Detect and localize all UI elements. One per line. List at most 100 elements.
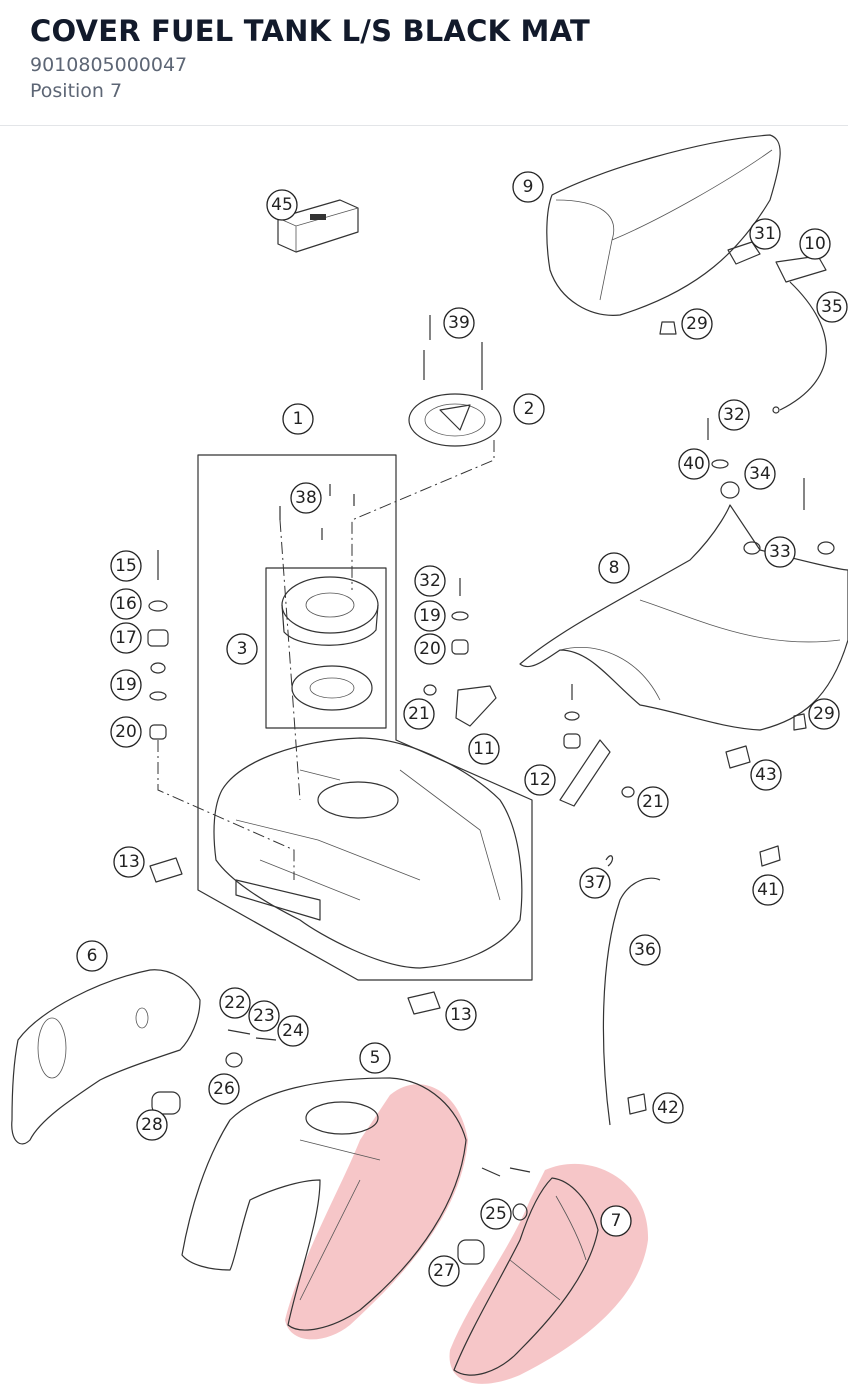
callout-5[interactable]: 5 (359, 1042, 391, 1074)
svg-text:2: 2 (524, 399, 535, 419)
svg-text:20: 20 (419, 639, 441, 659)
callout-40[interactable]: 40 (678, 448, 710, 480)
callout-9[interactable]: 9 (512, 171, 544, 203)
callout-45[interactable]: 45 (266, 189, 298, 221)
svg-text:11: 11 (473, 739, 495, 759)
callout-6[interactable]: 6 (76, 940, 108, 972)
pump-group-frame (265, 567, 387, 729)
svg-text:19: 19 (115, 675, 137, 695)
callout-19b[interactable]: 19 (110, 669, 142, 701)
callout-27[interactable]: 27 (428, 1255, 460, 1287)
part-position: Position 7 (30, 80, 123, 102)
svg-text:27: 27 (433, 1261, 455, 1281)
svg-text:13: 13 (450, 1005, 472, 1025)
callout-10[interactable]: 10 (799, 228, 831, 260)
svg-text:34: 34 (749, 464, 771, 484)
svg-text:22: 22 (224, 993, 246, 1013)
part-3-pump (281, 576, 379, 711)
callout-20[interactable]: 20 (414, 633, 446, 665)
part-title: COVER FUEL TANK L/S BLACK MAT (30, 14, 590, 48)
svg-text:31: 31 (754, 224, 776, 244)
part-22-28-small (151, 1029, 277, 1115)
callout-22[interactable]: 22 (219, 987, 251, 1019)
callout-29[interactable]: 29 (681, 308, 713, 340)
callout-16[interactable]: 16 (110, 588, 142, 620)
callout-26[interactable]: 26 (208, 1073, 240, 1105)
callout-3[interactable]: 3 (226, 633, 258, 665)
callout-24[interactable]: 24 (277, 1015, 309, 1047)
part-45-shape (277, 199, 359, 253)
svg-text:36: 36 (634, 940, 656, 960)
svg-text:20: 20 (115, 722, 137, 742)
svg-text:38: 38 (295, 488, 317, 508)
svg-text:29: 29 (686, 314, 708, 334)
callout-32[interactable]: 32 (718, 399, 750, 431)
part-37-clip (605, 855, 614, 867)
callout-19[interactable]: 19 (414, 600, 446, 632)
callout-20b[interactable]: 20 (110, 716, 142, 748)
callout-21[interactable]: 21 (403, 698, 435, 730)
svg-text:17: 17 (115, 628, 137, 648)
part-39-screws (423, 315, 483, 390)
callout-17[interactable]: 17 (110, 622, 142, 654)
part-11-21-shape (423, 684, 497, 727)
callout-21b[interactable]: 21 (637, 786, 669, 818)
svg-text:23: 23 (253, 1006, 275, 1026)
svg-text:40: 40 (683, 454, 705, 474)
part-43-shape (725, 745, 751, 769)
part-number: 9010805000047 (30, 54, 188, 76)
svg-text:8: 8 (609, 558, 620, 578)
svg-text:41: 41 (757, 880, 779, 900)
svg-text:1: 1 (293, 409, 304, 429)
svg-text:13: 13 (118, 852, 140, 872)
callout-38[interactable]: 38 (290, 482, 322, 514)
callout-39[interactable]: 39 (443, 307, 475, 339)
callout-28[interactable]: 28 (136, 1109, 168, 1141)
callout-13b[interactable]: 13 (445, 999, 477, 1031)
part-32-19-20-center (451, 578, 469, 655)
callout-37[interactable]: 37 (579, 867, 611, 899)
callout-43[interactable]: 43 (750, 759, 782, 791)
callout-32b[interactable]: 32 (414, 565, 446, 597)
svg-text:3: 3 (237, 639, 248, 659)
callout-1[interactable]: 1 (282, 403, 314, 435)
part-29-right (793, 713, 807, 731)
callout-7[interactable]: 7 (600, 1205, 632, 1237)
svg-text:32: 32 (419, 571, 441, 591)
leader-line-b (279, 519, 301, 801)
part-38-screws (279, 484, 355, 540)
part-25-27-small (457, 1167, 531, 1265)
callout-25[interactable]: 25 (480, 1198, 512, 1230)
svg-text:24: 24 (282, 1021, 304, 1041)
callout-12[interactable]: 12 (524, 764, 556, 796)
callout-23[interactable]: 23 (248, 1000, 280, 1032)
part-41-shape (759, 845, 781, 867)
callout-41[interactable]: 41 (752, 874, 784, 906)
highlight-cover-left (285, 1084, 468, 1340)
callout-36[interactable]: 36 (629, 934, 661, 966)
callout-2[interactable]: 2 (513, 393, 545, 425)
callout-42[interactable]: 42 (652, 1092, 684, 1124)
svg-text:35: 35 (821, 297, 843, 317)
callout-33[interactable]: 33 (764, 536, 796, 568)
callout-29b[interactable]: 29 (808, 698, 840, 730)
fuel-tank (213, 737, 523, 969)
svg-text:45: 45 (271, 195, 293, 215)
part-13-pad-a (149, 857, 183, 883)
exploded-parts-diagram: 45 9 31 10 35 39 29 2 1 32 40 34 38 33 1… (11, 134, 848, 1384)
callout-35[interactable]: 35 (816, 291, 848, 323)
callout-13[interactable]: 13 (113, 846, 145, 878)
svg-text:10: 10 (804, 234, 826, 254)
svg-text:16: 16 (115, 594, 137, 614)
callout-11[interactable]: 11 (468, 733, 500, 765)
callout-15[interactable]: 15 (110, 550, 142, 582)
callout-31[interactable]: 31 (749, 218, 781, 250)
part-5-tank-cover (181, 1077, 467, 1331)
callout-8[interactable]: 8 (598, 552, 630, 584)
svg-text:7: 7 (611, 1211, 622, 1231)
svg-text:12: 12 (529, 770, 551, 790)
svg-text:25: 25 (485, 1204, 507, 1224)
callout-34[interactable]: 34 (744, 458, 776, 490)
svg-text:37: 37 (584, 873, 606, 893)
part-9-seat (546, 134, 781, 316)
